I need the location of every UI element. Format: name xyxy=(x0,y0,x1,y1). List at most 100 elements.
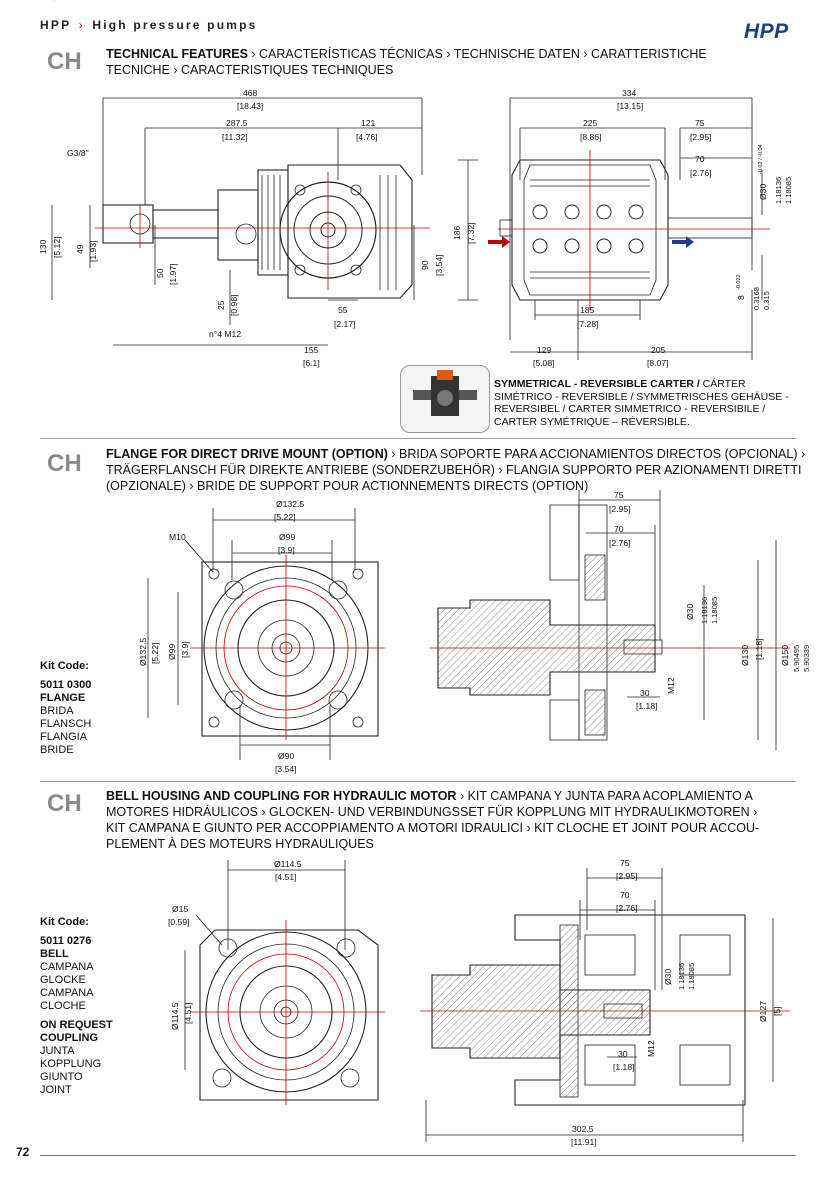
dim-label: [1.18] xyxy=(754,638,764,660)
dim-label: Ø90 xyxy=(278,751,295,761)
section-title-line: › CARACTERÍSTICAS TÉCNICAS › TECHNISCHE … xyxy=(247,47,707,61)
dim-label: Ø99 xyxy=(167,643,177,660)
dim-label: [3.54] xyxy=(275,764,297,774)
section-title-bold: FLANGE FOR DIRECT DRIVE MOUNT (OPTION) xyxy=(106,447,388,461)
kit-flange: Kit Code: 5011 0300 FLANGE BRIDA FLANSCH… xyxy=(40,660,110,757)
dim-label: 334 xyxy=(622,88,637,98)
kit-translation: GIUNTO xyxy=(40,1071,83,1083)
dim-label: 55 xyxy=(338,305,348,315)
kit-translation: BRIDA xyxy=(40,705,74,717)
dim-label: [0.59] xyxy=(168,917,190,927)
dim-label: 1.18085 xyxy=(710,596,719,624)
dim-label: 468 xyxy=(243,88,258,98)
dim-label: 70 xyxy=(620,890,630,900)
dim-label: [7.32] xyxy=(466,222,476,244)
sym-line: SIMÉTRICO - REVERSIBLE / SYMMETRISCHES G… xyxy=(494,390,789,403)
dim-label: Ø150 xyxy=(780,644,790,666)
dim-label: 130 xyxy=(38,239,48,254)
kit-name: BELL xyxy=(40,948,69,960)
dim-label: 302.5 xyxy=(572,1124,594,1134)
dim-label: [2.17] xyxy=(334,319,356,329)
kit-translation: JOINT xyxy=(40,1084,72,1096)
dim-label: G3/8" xyxy=(67,148,89,158)
dim-label: 1.18085 xyxy=(784,176,793,204)
dim-label: [4.51] xyxy=(275,872,297,882)
dim-label: M10 xyxy=(169,532,186,542)
sym-bold: SYMMETRICAL - REVERSIBLE CARTER / xyxy=(494,378,703,390)
dim-label: M12 xyxy=(646,1040,656,1057)
kit-translation: KOPPLUNG xyxy=(40,1058,102,1070)
dim-label: Ø30 xyxy=(685,603,695,620)
kit-code: 5011 0276 xyxy=(40,935,92,947)
dim-label: M12 xyxy=(666,677,676,694)
symmetrical-carter-photo xyxy=(400,365,490,433)
section-code: CH xyxy=(47,450,82,477)
dim-label: [1.93] xyxy=(88,240,98,262)
dim-label: [2.76] xyxy=(690,168,712,178)
dim-label: Ø114.5 xyxy=(274,859,302,869)
dim-label: 5.90339 xyxy=(802,644,811,672)
dim-label: 30 xyxy=(618,1049,628,1059)
dim-label: n°4 M12 xyxy=(209,329,242,339)
dim-label: 5.90495 xyxy=(792,644,801,672)
section-title-line: MOTORES HIDRÁULICOS › GLOCKEN- UND VERBI… xyxy=(106,805,758,819)
dim-label: 287.5 xyxy=(226,118,248,128)
dim-label: Ø132.5 xyxy=(276,499,305,509)
section-title-line: TRÄGERFLANSCH FÜR DIREKTE ANTRIEBE (SOND… xyxy=(106,463,802,477)
dim-label: [3.54] xyxy=(434,254,444,276)
dim-label: [5] xyxy=(772,1006,782,1016)
section-title-line: › BRIDA SOPORTE PARA ACCIONAMIENTOS DIRE… xyxy=(387,447,806,461)
dim-label: 1.18136 xyxy=(700,596,709,624)
dim-label: 70 xyxy=(695,154,705,164)
section-title-line: KIT CAMPANA E GIUNTO PER ACCOPPIAMENTO A… xyxy=(106,821,760,835)
dim-label: [2.76] xyxy=(609,538,631,548)
section-title-line: TECNICHE › CARACTERISTIQUES TECHNIQUES xyxy=(106,63,394,77)
dim-label: Ø130 xyxy=(740,644,750,666)
dim-label: 50 xyxy=(155,268,165,278)
dim-label: 0.315 xyxy=(762,291,771,310)
dim-label: [6.1] xyxy=(303,358,320,368)
section-title-line: (OPZIONALE) › BRIDE DE SUPPORT POUR ACTI… xyxy=(106,479,589,493)
kit-translation: BRIDE xyxy=(40,744,74,756)
dim-label: 0.3168 xyxy=(752,287,761,310)
dim-label: [1.18] xyxy=(613,1062,635,1072)
section-title-line: › KIT CAMPANA Y JUNTA PARA ACOPLAMIENTO … xyxy=(456,789,753,803)
kit-code: 5011 0300 xyxy=(40,679,92,691)
section-title: BELL HOUSING AND COUPLING FOR HYDRAULIC … xyxy=(106,788,816,852)
section-title-bold: TECHNICAL FEATURES xyxy=(106,47,248,61)
dim-label: -0.02 / -0.04 xyxy=(758,144,764,174)
dim-label: 1.18136 xyxy=(774,176,783,204)
dim-label: 49 xyxy=(75,244,85,254)
dim-label: 121 xyxy=(361,118,376,128)
section-divider xyxy=(40,781,796,782)
dim-label: 186 xyxy=(452,225,462,240)
dim-label: [2.95] xyxy=(616,871,638,881)
logo-text: HPP xyxy=(744,20,789,43)
page-number: 72 xyxy=(16,1145,30,1159)
section-title: TECHNICAL FEATURES › CARACTERÍSTICAS TÉC… xyxy=(106,46,806,78)
dim-label: 30 xyxy=(640,688,650,698)
dim-label: [4.76] xyxy=(356,132,378,142)
dim-label: [11.91] xyxy=(571,1137,597,1147)
dim-label: [2.76] xyxy=(616,903,638,913)
section-code: CH xyxy=(47,790,82,817)
dim-label: 70 xyxy=(614,524,624,534)
dim-label: [0.98] xyxy=(229,294,239,316)
dim-label: [4.51] xyxy=(183,1002,193,1024)
dim-label: 225 xyxy=(583,118,598,128)
dim-label: 75 xyxy=(695,118,705,128)
dim-label: [1.18] xyxy=(636,701,658,711)
dim-label: [11.32] xyxy=(222,132,248,142)
dim-label: 205 xyxy=(651,345,666,355)
section-code: CH xyxy=(47,48,82,75)
header-subtitle: High pressure pumps xyxy=(92,18,258,32)
sym-line: CÁRTER xyxy=(702,378,746,390)
dim-label: Ø30 xyxy=(758,183,768,200)
dim-label: 90 xyxy=(420,260,430,270)
dim-label: [18.43] xyxy=(237,101,264,111)
dim-label: 185 xyxy=(580,305,595,315)
dim-label: [13.15] xyxy=(617,101,644,111)
kit-translation: CAMPANA xyxy=(40,961,94,973)
dim-label: [2.95] xyxy=(690,132,712,142)
header-separator: › xyxy=(78,18,85,32)
